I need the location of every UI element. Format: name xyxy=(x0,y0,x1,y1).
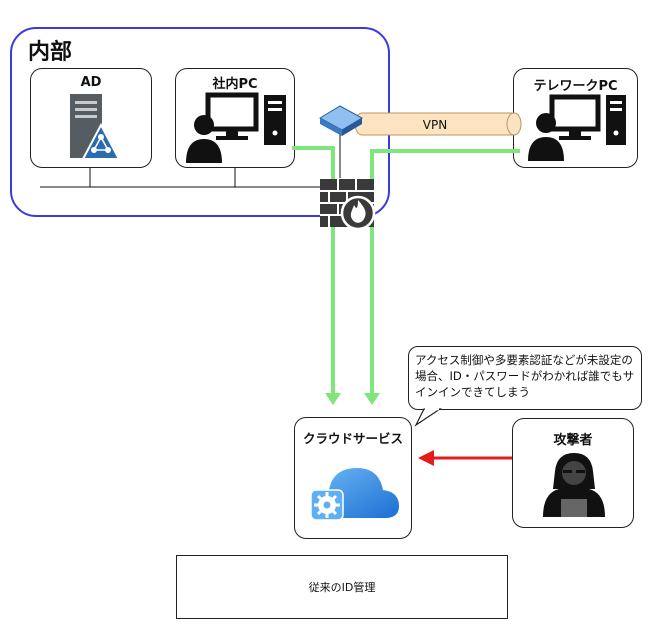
caption-box: 従来のID管理 xyxy=(176,555,508,619)
internal-network-label: 内部 xyxy=(28,40,73,65)
office-link-arrowhead xyxy=(325,393,341,405)
ad-server-icon xyxy=(70,94,121,160)
warning-callout-text: アクセス制御や多要素認証などが未設定の場合、ID・パスワードがわかれば誰でもサイ… xyxy=(415,353,635,399)
firewall-icon xyxy=(320,179,376,231)
vpn-router-icon xyxy=(318,105,364,136)
attacker-box: 攻撃者 xyxy=(512,418,634,528)
office-link xyxy=(292,146,335,398)
telework-link-arrowhead xyxy=(364,393,380,405)
cloud-icon xyxy=(310,468,399,521)
attack-arrowhead xyxy=(418,450,434,466)
vpn-label: VPN xyxy=(423,118,447,132)
telework-pc-icon xyxy=(528,94,626,161)
hacker-icon xyxy=(543,453,605,517)
warning-callout: アクセス制御や多要素認証などが未設定の場合、ID・パスワードがわかれば誰でもサイ… xyxy=(408,346,642,410)
office-pc-icon xyxy=(186,92,286,163)
attacker-label: 攻撃者 xyxy=(553,433,593,448)
telework-link xyxy=(370,149,520,398)
telework-pc-label: テレワークPC xyxy=(533,79,618,94)
caption-text: 従来のID管理 xyxy=(308,581,376,594)
ad-label: AD xyxy=(80,75,102,90)
ad-server-box: AD xyxy=(30,68,152,168)
cloud-service-label: クラウドサービス xyxy=(302,431,403,446)
cloud-service-box: クラウドサービス xyxy=(294,417,412,539)
office-pc-box: 社内PC xyxy=(175,68,295,168)
telework-pc-box: テレワークPC xyxy=(513,68,638,168)
office-pc-label: 社内PC xyxy=(212,77,258,92)
